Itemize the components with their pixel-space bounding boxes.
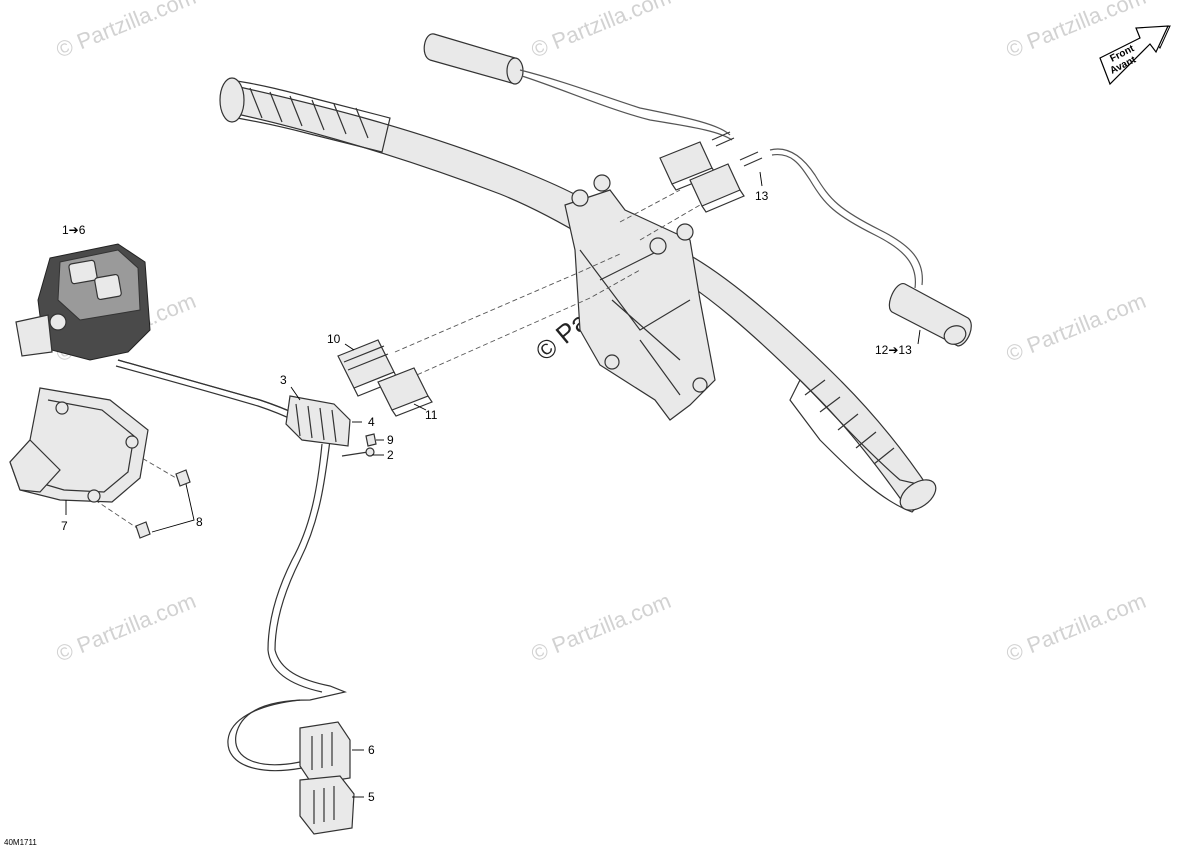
switch-housing — [15, 243, 151, 361]
callout-4: 4 — [368, 415, 375, 429]
callout-11: 11 — [425, 408, 438, 422]
callout-13: 13 — [755, 189, 769, 203]
watermark-top-left: © Partzilla.com — [53, 0, 200, 63]
callout-9: 9 — [387, 433, 394, 447]
callout-1-6: 1➔6 — [62, 223, 86, 237]
parts-9-2 — [341, 433, 377, 457]
callout-8: 8 — [196, 515, 203, 529]
callout-3: 3 — [280, 373, 287, 387]
lower-connectors — [299, 721, 355, 835]
connector-10 — [337, 339, 399, 397]
callout-5: 5 — [368, 790, 375, 804]
grip-heater-sleeves — [423, 33, 972, 347]
handlebar — [219, 77, 937, 513]
front-arrow-icon: Front Avant — [1099, 25, 1171, 86]
screws-8 — [135, 469, 191, 539]
watermark-bottom-right: © Partzilla.com — [1003, 588, 1150, 667]
callout-labels: 1➔6 3 4 9 2 7 8 10 11 6 5 13 12➔13 — [61, 189, 912, 804]
callout-12-13: 12➔13 — [875, 343, 912, 357]
handlebar-riser — [564, 174, 716, 421]
callout-7: 7 — [61, 519, 68, 533]
watermark-top-center: © Partzilla.com — [528, 0, 675, 63]
callout-6: 6 — [368, 743, 375, 757]
upper-connectors — [659, 131, 763, 213]
watermark-bottom-center: © Partzilla.com — [528, 588, 675, 667]
diagram-code: 40M1711 — [4, 838, 37, 847]
connector-11 — [377, 367, 433, 417]
callout-leaders — [65, 171, 921, 798]
callout-10: 10 — [327, 332, 341, 346]
switch-cover — [9, 387, 149, 503]
callout-2: 2 — [387, 448, 394, 462]
watermark-mid-right: © Partzilla.com — [1003, 288, 1150, 367]
watermark-bottom-left: © Partzilla.com — [53, 588, 200, 667]
harness-connectors-3-4 — [285, 395, 351, 447]
